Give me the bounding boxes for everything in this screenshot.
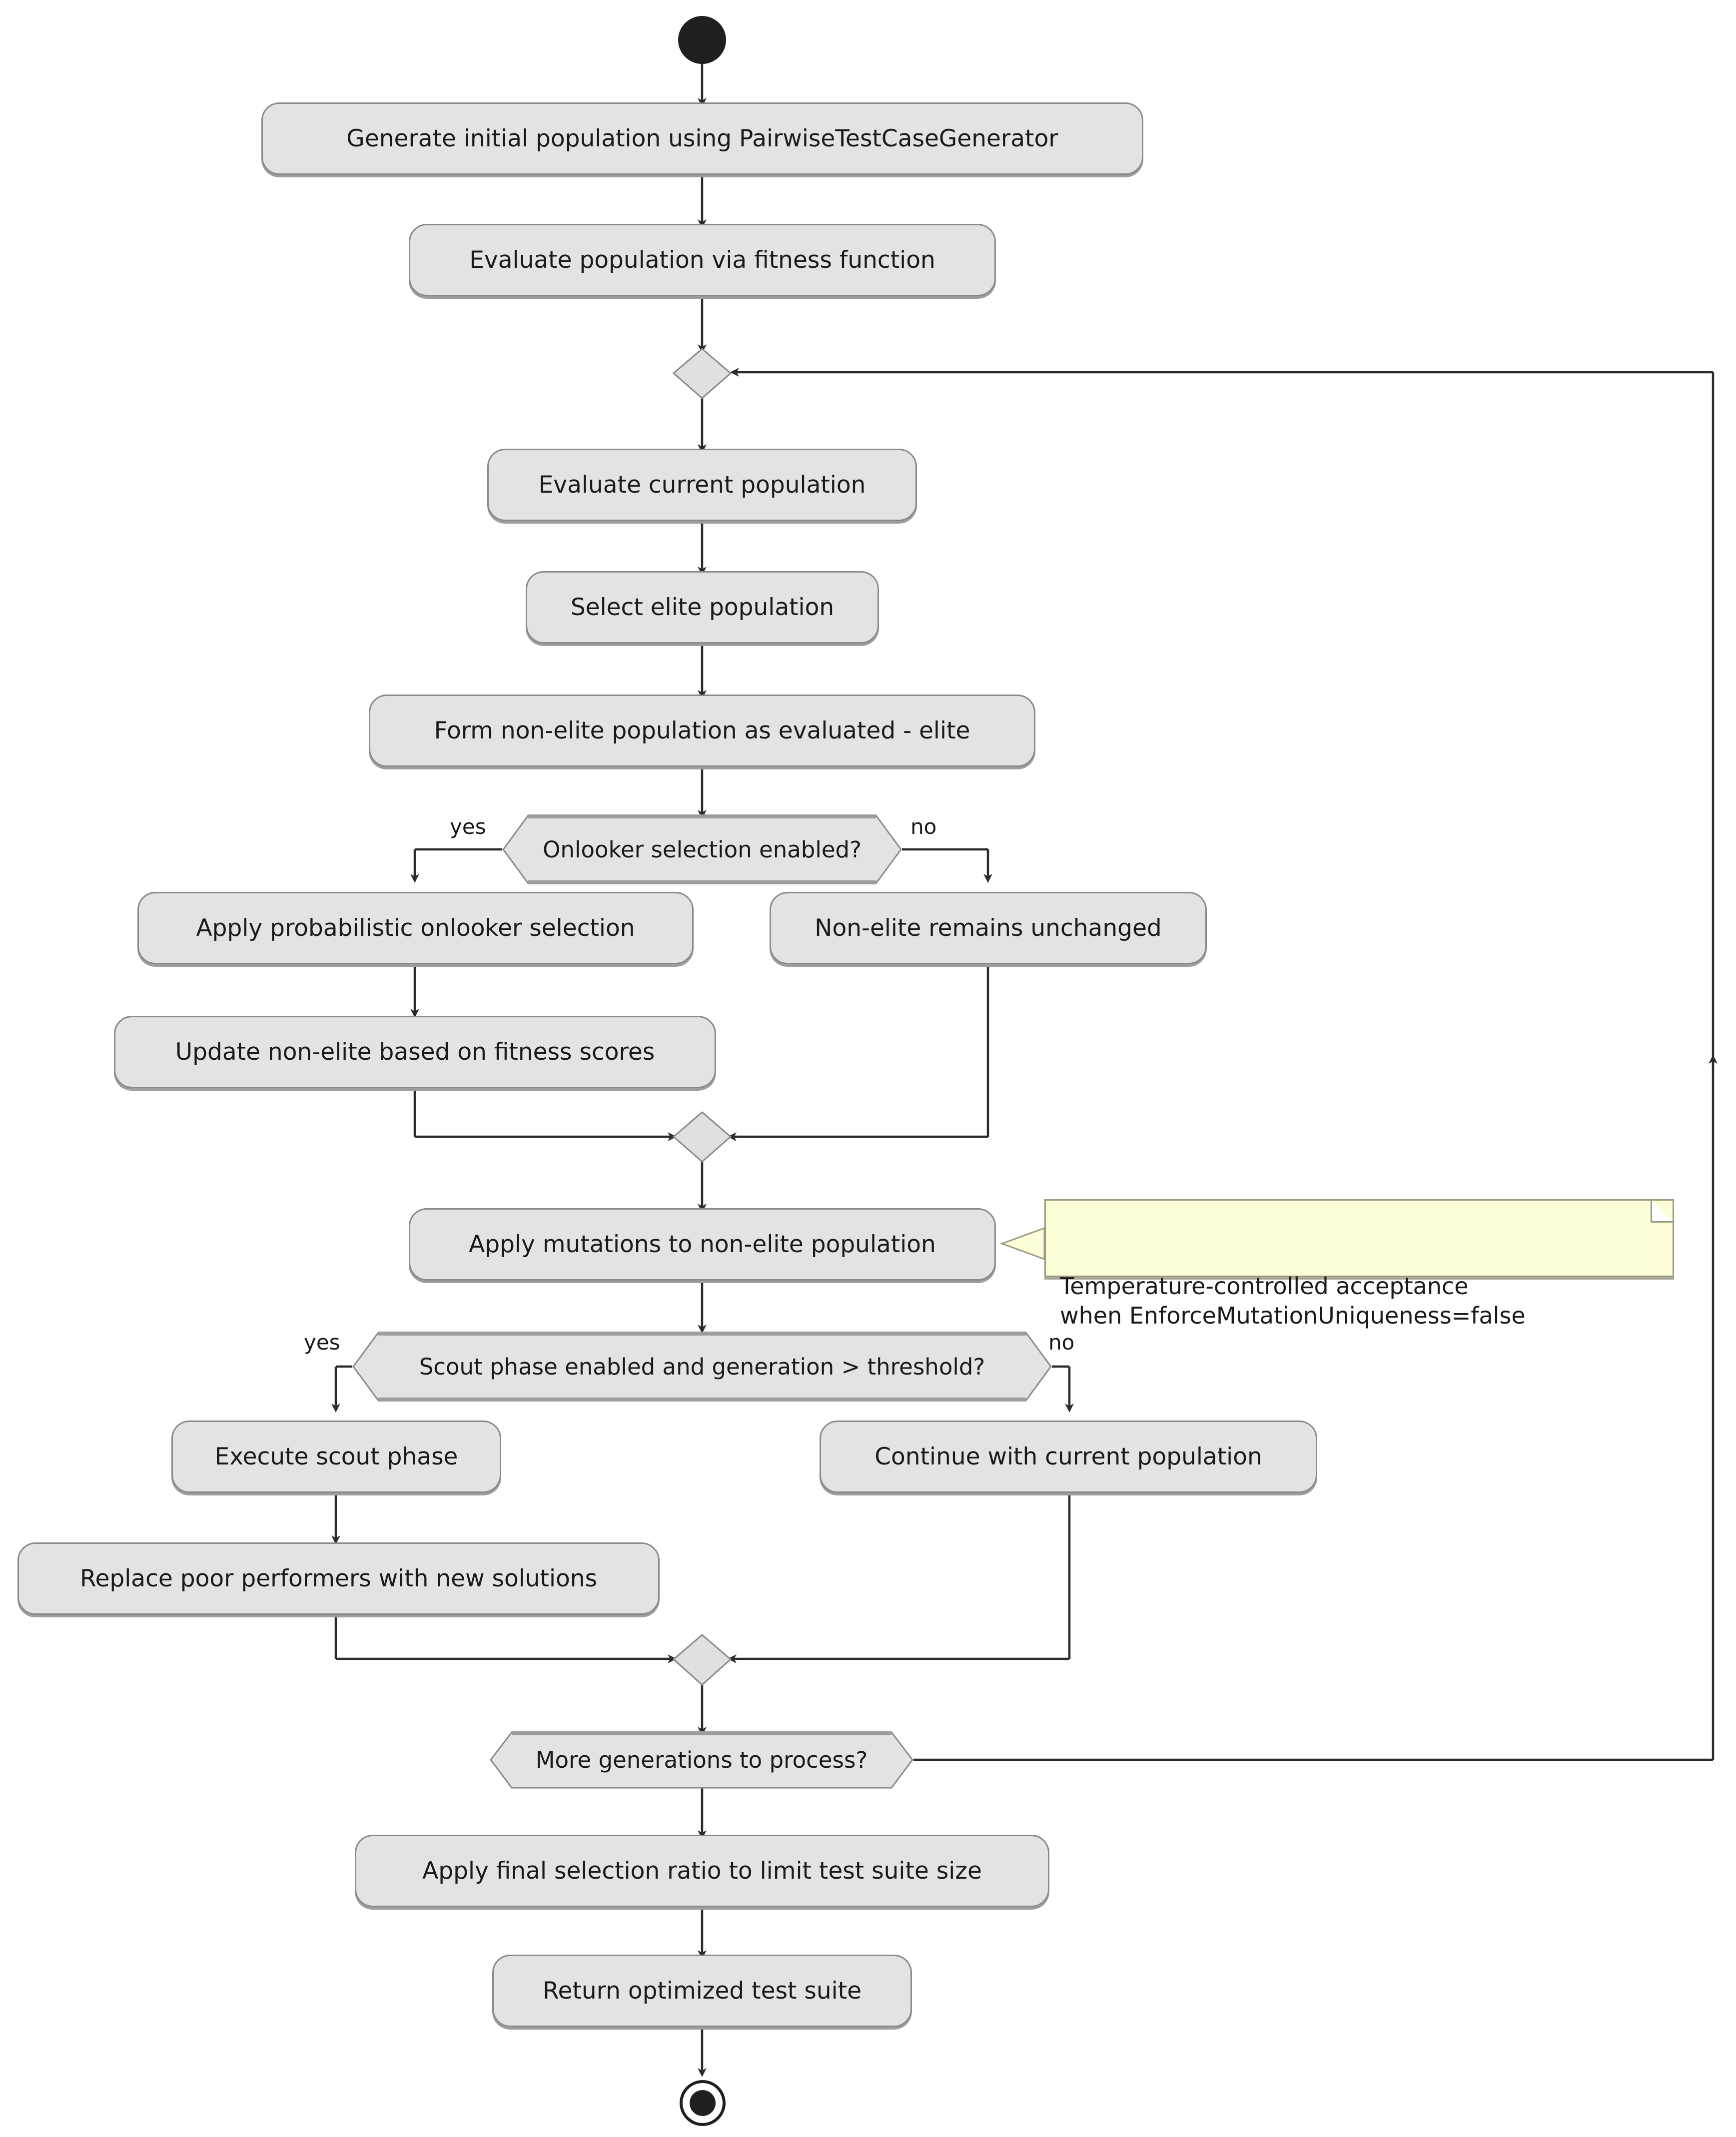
branch-label-onlooker-yes: yes [450, 814, 486, 839]
merge-diamond-loop-entry [672, 348, 732, 399]
hexagon-shape [490, 1731, 913, 1789]
activity-generate-initial-population[interactable]: Generate initial population using Pairwi… [261, 102, 1143, 175]
activity-replace-poor-performers[interactable]: Replace poor performers with new solutio… [17, 1542, 660, 1615]
note-connector-tail [999, 1227, 1045, 1261]
decision-label: Onlooker selection enabled? [543, 836, 862, 863]
activity-label: Apply mutations to non-elite population [469, 1230, 936, 1258]
activity-label: Form non-elite population as evaluated -… [434, 716, 970, 744]
activity-label: Update non-elite based on fitness scores [175, 1038, 655, 1066]
activity-label: Evaluate population via fitness function [469, 246, 935, 274]
decision-label: More generations to process? [535, 1747, 868, 1773]
note-text: Temperature-controlled acceptance when E… [1060, 1272, 1526, 1329]
end-node-center [690, 2090, 716, 2116]
activity-select-elite-population[interactable]: Select elite population [526, 571, 879, 644]
activity-label: Evaluate current population [538, 471, 866, 499]
branch-label-scout-no: no [1048, 1330, 1075, 1355]
activity-apply-probabilistic-onlooker-selection[interactable]: Apply probabilistic onlooker selection [137, 892, 694, 964]
activity-apply-final-selection-ratio[interactable]: Apply final selection ratio to limit tes… [355, 1835, 1049, 1907]
activity-return-optimized-test-suite[interactable]: Return optimized test suite [492, 1955, 912, 2027]
start-node [678, 16, 726, 64]
activity-label: Apply probabilistic onlooker selection [196, 914, 635, 942]
note-temperature-controlled-acceptance: Temperature-controlled acceptance when E… [1044, 1199, 1674, 1329]
activity-label: Apply final selection ratio to limit tes… [422, 1857, 982, 1885]
activity-update-non-elite[interactable]: Update non-elite based on fitness scores [114, 1016, 716, 1088]
hexagon-shape [352, 1332, 1052, 1402]
activity-label: Continue with current population [874, 1442, 1262, 1470]
activity-execute-scout-phase[interactable]: Execute scout phase [171, 1421, 501, 1493]
decision-label: Scout phase enabled and generation > thr… [419, 1353, 985, 1380]
merge-diamond-scout-join [672, 1634, 732, 1686]
activity-label: Generate initial population using Pairwi… [346, 124, 1058, 152]
activity-apply-mutations[interactable]: Apply mutations to non-elite population [409, 1208, 996, 1281]
activity-label: Return optimized test suite [542, 1977, 862, 2005]
activity-evaluate-population[interactable]: Evaluate population via fitness function [409, 224, 996, 296]
decision-onlooker-selection[interactable]: Onlooker selection enabled? [502, 814, 902, 884]
activity-label: Select elite population [570, 593, 835, 621]
branch-label-scout-yes: yes [304, 1330, 340, 1355]
branch-label-onlooker-no: no [910, 814, 937, 839]
activity-label: Execute scout phase [214, 1442, 458, 1470]
activity-form-non-elite-population[interactable]: Form non-elite population as evaluated -… [369, 695, 1035, 767]
activity-evaluate-current-population[interactable]: Evaluate current population [487, 449, 917, 521]
activity-continue-with-current-population[interactable]: Continue with current population [820, 1421, 1317, 1493]
hexagon-shape [502, 814, 902, 884]
activity-label: Non-elite remains unchanged [815, 914, 1162, 942]
decision-scout-phase[interactable]: Scout phase enabled and generation > thr… [352, 1332, 1052, 1402]
activity-label: Replace poor performers with new solutio… [79, 1564, 598, 1592]
note-fold-corner [1651, 1199, 1674, 1223]
activity-non-elite-remains-unchanged[interactable]: Non-elite remains unchanged [770, 892, 1207, 964]
decision-more-generations[interactable]: More generations to process? [490, 1731, 913, 1789]
merge-diamond-onlooker-join [672, 1111, 732, 1163]
